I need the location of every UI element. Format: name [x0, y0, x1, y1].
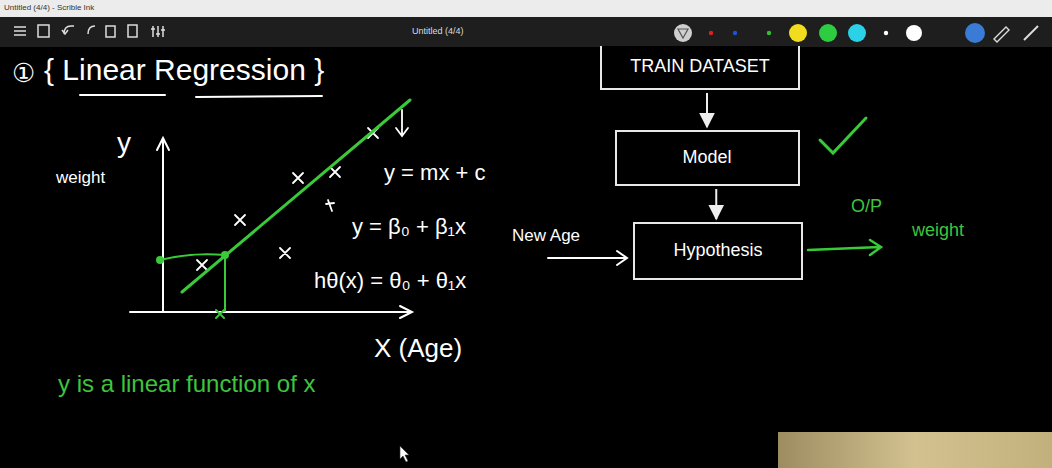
- input-arrow: [548, 251, 627, 265]
- color-dot: [733, 31, 737, 35]
- eraser-tool: [678, 29, 688, 38]
- flow-arrow: [715, 189, 717, 219]
- color-dot: [906, 25, 922, 41]
- title-bar: [0, 0, 1052, 17]
- projection-line: [160, 254, 225, 260]
- color-dot: [709, 31, 713, 35]
- undo-icon: [62, 26, 74, 34]
- node-text: TRAIN DATASET: [630, 56, 769, 78]
- point-dot: [156, 256, 164, 264]
- output-label: O/P: [851, 196, 882, 218]
- data-point: [235, 215, 245, 225]
- settings-icon: [151, 26, 165, 37]
- axis-label: weight: [56, 168, 105, 188]
- mouse-cursor: [400, 446, 409, 462]
- title: { Linear Regression }: [44, 52, 324, 88]
- underline: [196, 96, 322, 97]
- axis-arrow: [400, 306, 412, 318]
- process-box: Hypothesis: [633, 222, 803, 280]
- color-dot: [819, 24, 837, 42]
- line-icon: [1024, 26, 1038, 40]
- axis-label: y: [117, 126, 131, 160]
- color-dot: [789, 24, 807, 42]
- pen-icon: [994, 27, 1009, 42]
- point-dot: [221, 251, 229, 259]
- document-title: Untitled (4/4): [412, 26, 464, 37]
- user-icon: [965, 23, 985, 43]
- regression-line: [160, 100, 881, 318]
- output-label: weight: [912, 220, 964, 242]
- redo-icon: [88, 26, 95, 34]
- window-title: Untitled (4/4) - Scrible Ink: [4, 3, 94, 13]
- x-axis: [130, 311, 410, 313]
- projection-line: [224, 255, 226, 311]
- page-icon: [128, 25, 137, 37]
- underline: [80, 94, 165, 96]
- flow-arrow: [706, 93, 708, 127]
- webcam-feed: [778, 432, 1052, 468]
- equation: y = mx + c: [384, 160, 485, 186]
- process-box: TRAIN DATASET: [600, 46, 800, 90]
- toolbar: [0, 17, 1052, 47]
- x-tick: [216, 310, 224, 318]
- equation: hθ(x) = θ₀ + θ₁x: [314, 268, 466, 294]
- color-dot: [767, 31, 771, 35]
- down-arrow: [396, 110, 408, 136]
- axis-label: X (Age): [374, 333, 462, 364]
- copy-icon: [106, 26, 115, 37]
- toolbar-icons: [14, 25, 165, 37]
- color-palette: [674, 23, 1038, 43]
- best-fit-line: [182, 100, 410, 292]
- data-point: [293, 173, 303, 183]
- data-point: [197, 260, 207, 270]
- output-arrow: [808, 240, 881, 255]
- note: y is a linear function of x: [58, 370, 348, 399]
- equation: y = β₀ + β₁x: [352, 214, 466, 240]
- axis-arrow: [157, 138, 169, 150]
- data-point: [330, 167, 340, 177]
- callout-number: ①: [12, 58, 35, 89]
- data-point: [280, 248, 290, 258]
- process-box: Model: [615, 130, 800, 186]
- menu-icon: [14, 27, 26, 35]
- y-axis: [162, 140, 164, 312]
- eraser-tool: [674, 24, 692, 42]
- data-point: [326, 200, 334, 211]
- node-text: Hypothesis: [673, 240, 762, 262]
- title-underline: [80, 95, 322, 97]
- color-dot: [848, 24, 866, 42]
- check-mark: [820, 118, 866, 153]
- save-icon: [38, 25, 49, 37]
- color-dot: [884, 31, 888, 35]
- input-label: New Age: [512, 226, 580, 246]
- node-text: Model: [682, 147, 731, 169]
